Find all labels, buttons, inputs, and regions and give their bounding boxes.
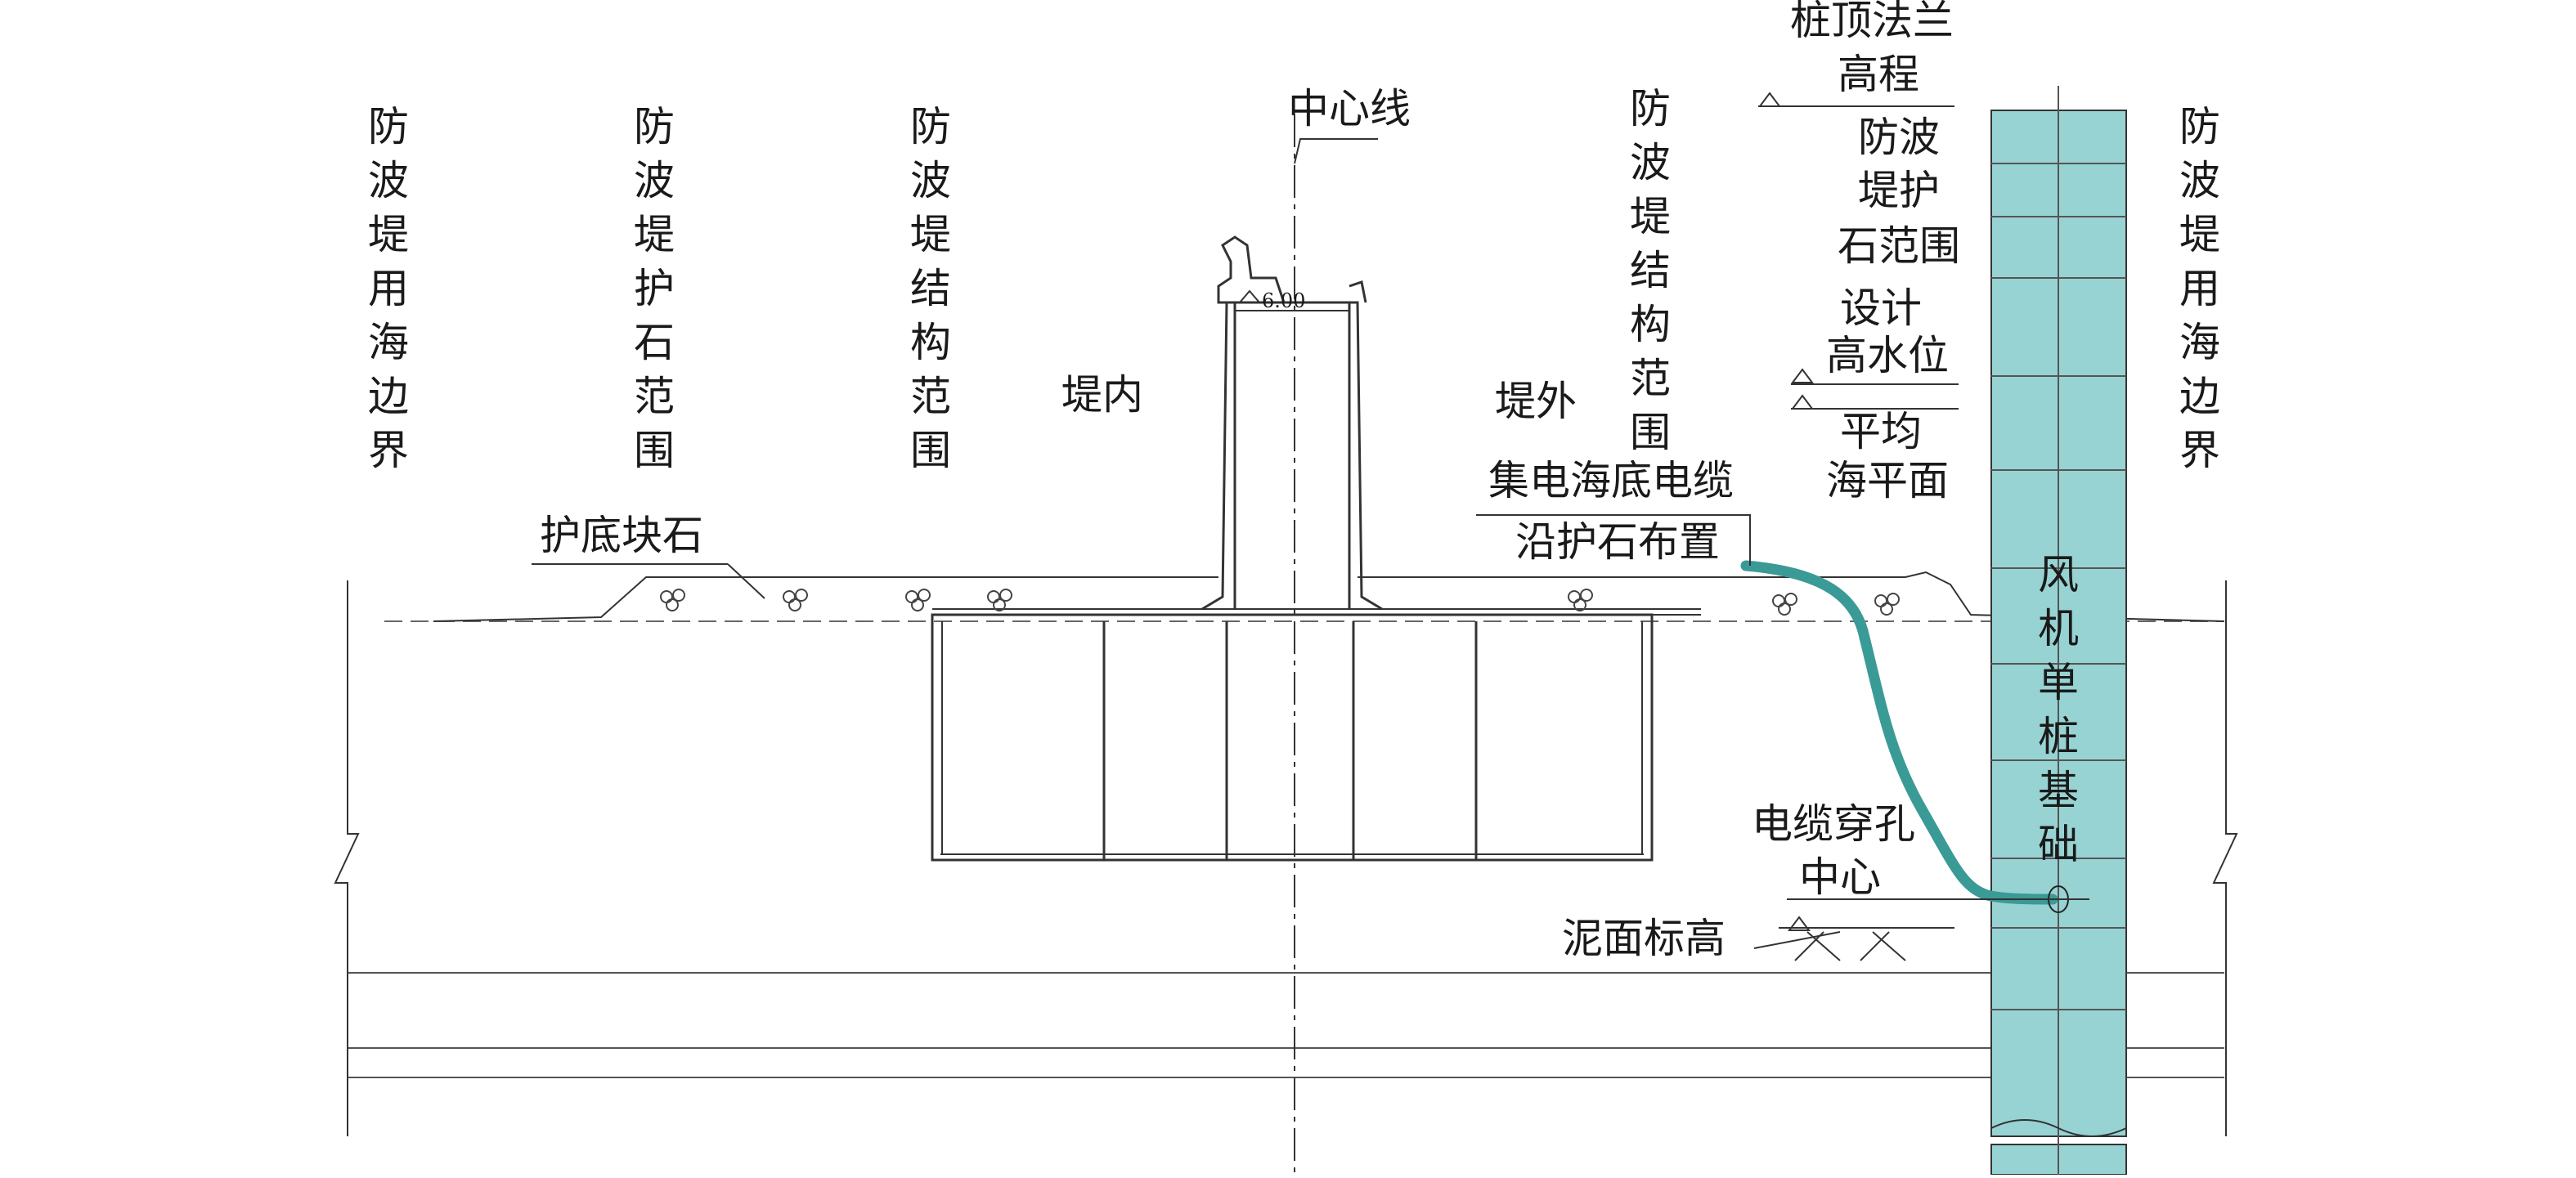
mudline-leader [1753,931,1841,949]
left-boundary-line [334,580,360,1136]
right-boundary-line [2212,580,2238,1136]
cable-hole-label: 电缆穿孔 中心 [1752,800,1928,901]
center-line-label: 中心线 [1288,85,1411,132]
cable-note-leader [1476,514,1751,566]
pile-top-flange-label: 桩顶法兰 高程 [1790,0,1967,98]
structure-range-left-label: 防波堤结构范围 [910,103,951,474]
outer-side-label: 堤外 [1495,378,1577,425]
mudline-marker [1788,916,1811,931]
cable-note-label: 集电海底电缆 沿护石布置 [1488,457,1747,566]
armor-range-right-label: 防波 堤护 石范围 [1838,114,1960,270]
structure-range-right-label: 防波堤结构范围 [1630,85,1671,456]
seabed-lines [348,972,2224,1078]
mudline-hatch [1794,931,1906,961]
mean-sea-level-label: 平均 海平面 [1826,408,1949,504]
rock-pattern [660,589,1900,616]
mean-sea-level-marker [1791,394,1814,410]
monopile [1990,86,2127,1176]
crest-elevation-label: 6.00 [1262,289,1305,312]
center-line-leader [1294,138,1378,164]
breakwater-sea-boundary-left-label: 防波堤用海边界 [368,103,409,474]
breakwater-sea-boundary-right-label: 防波堤用海边界 [2179,103,2220,474]
mudline-label: 泥面标高 [1562,915,1726,962]
flange-level-marker [1758,92,1781,107]
subsea-cable [1740,560,2058,905]
design-high-water-label: 设计 高水位 [1826,284,1949,379]
monopile-label: 风机单桩基础 [2038,551,2079,868]
armor-range-left-label: 防波堤护石范围 [634,103,675,474]
caisson-structure [931,613,1654,862]
crest-elevation-marker [1237,289,1262,303]
inner-side-label: 堤内 [1061,371,1143,419]
design-high-water-marker [1791,368,1814,383]
bottom-rock-label: 护底块石 [540,512,703,559]
bottom-rock-arrow [727,563,765,599]
wave-wall [1201,235,1383,611]
